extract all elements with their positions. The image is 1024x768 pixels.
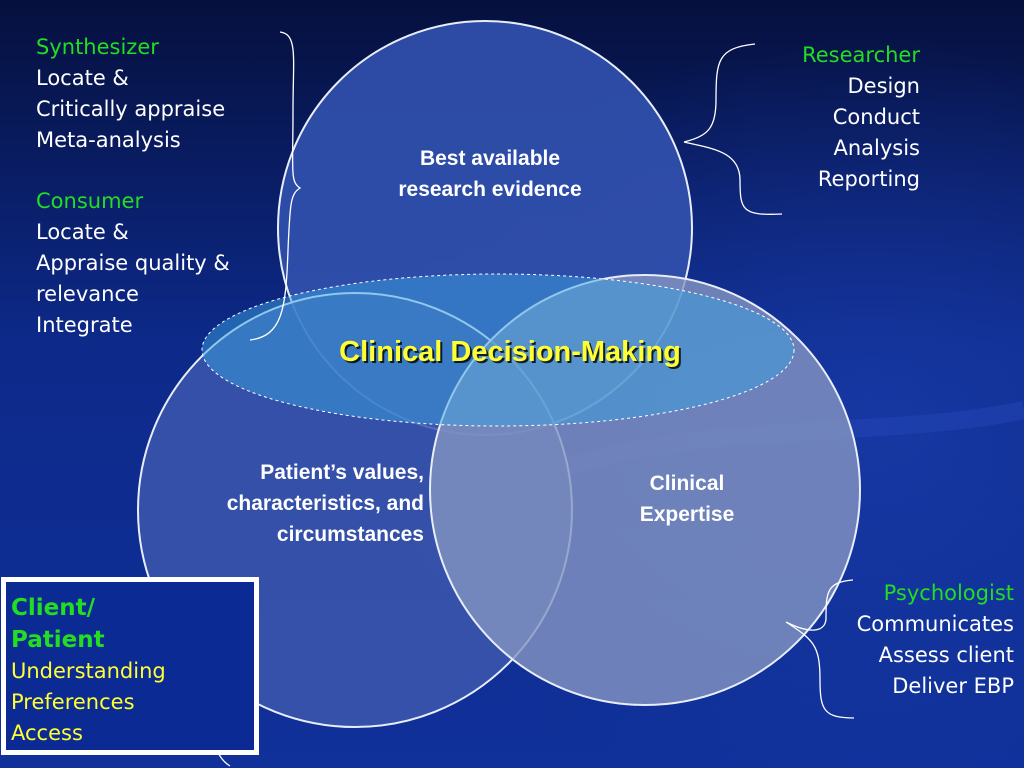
consumer-line: Appraise quality & <box>36 251 230 275</box>
client-line: Understanding <box>11 659 166 683</box>
consumer-line: relevance <box>36 282 139 306</box>
synthesizer-line: Locate & <box>36 66 129 90</box>
consumer-line: Locate & <box>36 220 129 244</box>
consumer-block: Consumer Locate & Appraise quality & rel… <box>36 186 230 341</box>
psychologist-line: Deliver EBP <box>892 674 1014 698</box>
client-title-line2: Patient <box>11 627 105 653</box>
synthesizer-block: Synthesizer Locate & Critically appraise… <box>36 32 225 156</box>
research-evidence-label-line1: Best available <box>420 147 560 170</box>
right-top-brace-icon <box>683 43 783 215</box>
patient-values-label-line1: Patient’s values, <box>260 461 424 484</box>
client-title-line1: Client/ <box>11 595 96 621</box>
client-patient-box: Client/ Patient Understanding Preference… <box>1 577 259 755</box>
left-brace-icon <box>249 31 302 341</box>
researcher-line: Reporting <box>817 167 920 191</box>
clinical-decision-label-shadow: Clinical Decision-Making <box>341 338 683 370</box>
psychologist-line: Assess client <box>878 643 1014 667</box>
researcher-title: Researcher <box>802 43 920 67</box>
synthesizer-line: Meta-analysis <box>36 128 181 152</box>
consumer-title: Consumer <box>36 189 144 213</box>
consumer-line: Integrate <box>36 313 133 337</box>
client-line: Access <box>11 721 83 745</box>
research-evidence-label-line2: research evidence <box>398 178 581 201</box>
clinical-decision-label: Clinical Decision-Making <box>339 336 681 368</box>
clinical-expertise-label-line2: Expertise <box>640 503 735 526</box>
psychologist-title: Psychologist <box>883 581 1014 605</box>
synthesizer-line: Critically appraise <box>36 97 226 121</box>
patient-values-label-line2: characteristics, and <box>227 492 424 515</box>
psychologist-block: Psychologist Communicates Assess client … <box>857 578 1014 702</box>
client-line: Preferences <box>11 690 135 714</box>
clinical-expertise-label-line1: Clinical <box>650 472 725 495</box>
patient-values-label-line3: circumstances <box>277 523 424 546</box>
researcher-line: Analysis <box>833 136 920 160</box>
researcher-line: Design <box>847 74 920 98</box>
researcher-block: Researcher Design Conduct Analysis Repor… <box>802 40 920 195</box>
psychologist-line: Communicates <box>856 612 1014 636</box>
clinical-decision-ellipse <box>201 273 795 427</box>
researcher-line: Conduct <box>832 105 920 129</box>
synthesizer-title: Synthesizer <box>36 35 159 59</box>
right-bottom-brace-icon <box>785 579 855 719</box>
